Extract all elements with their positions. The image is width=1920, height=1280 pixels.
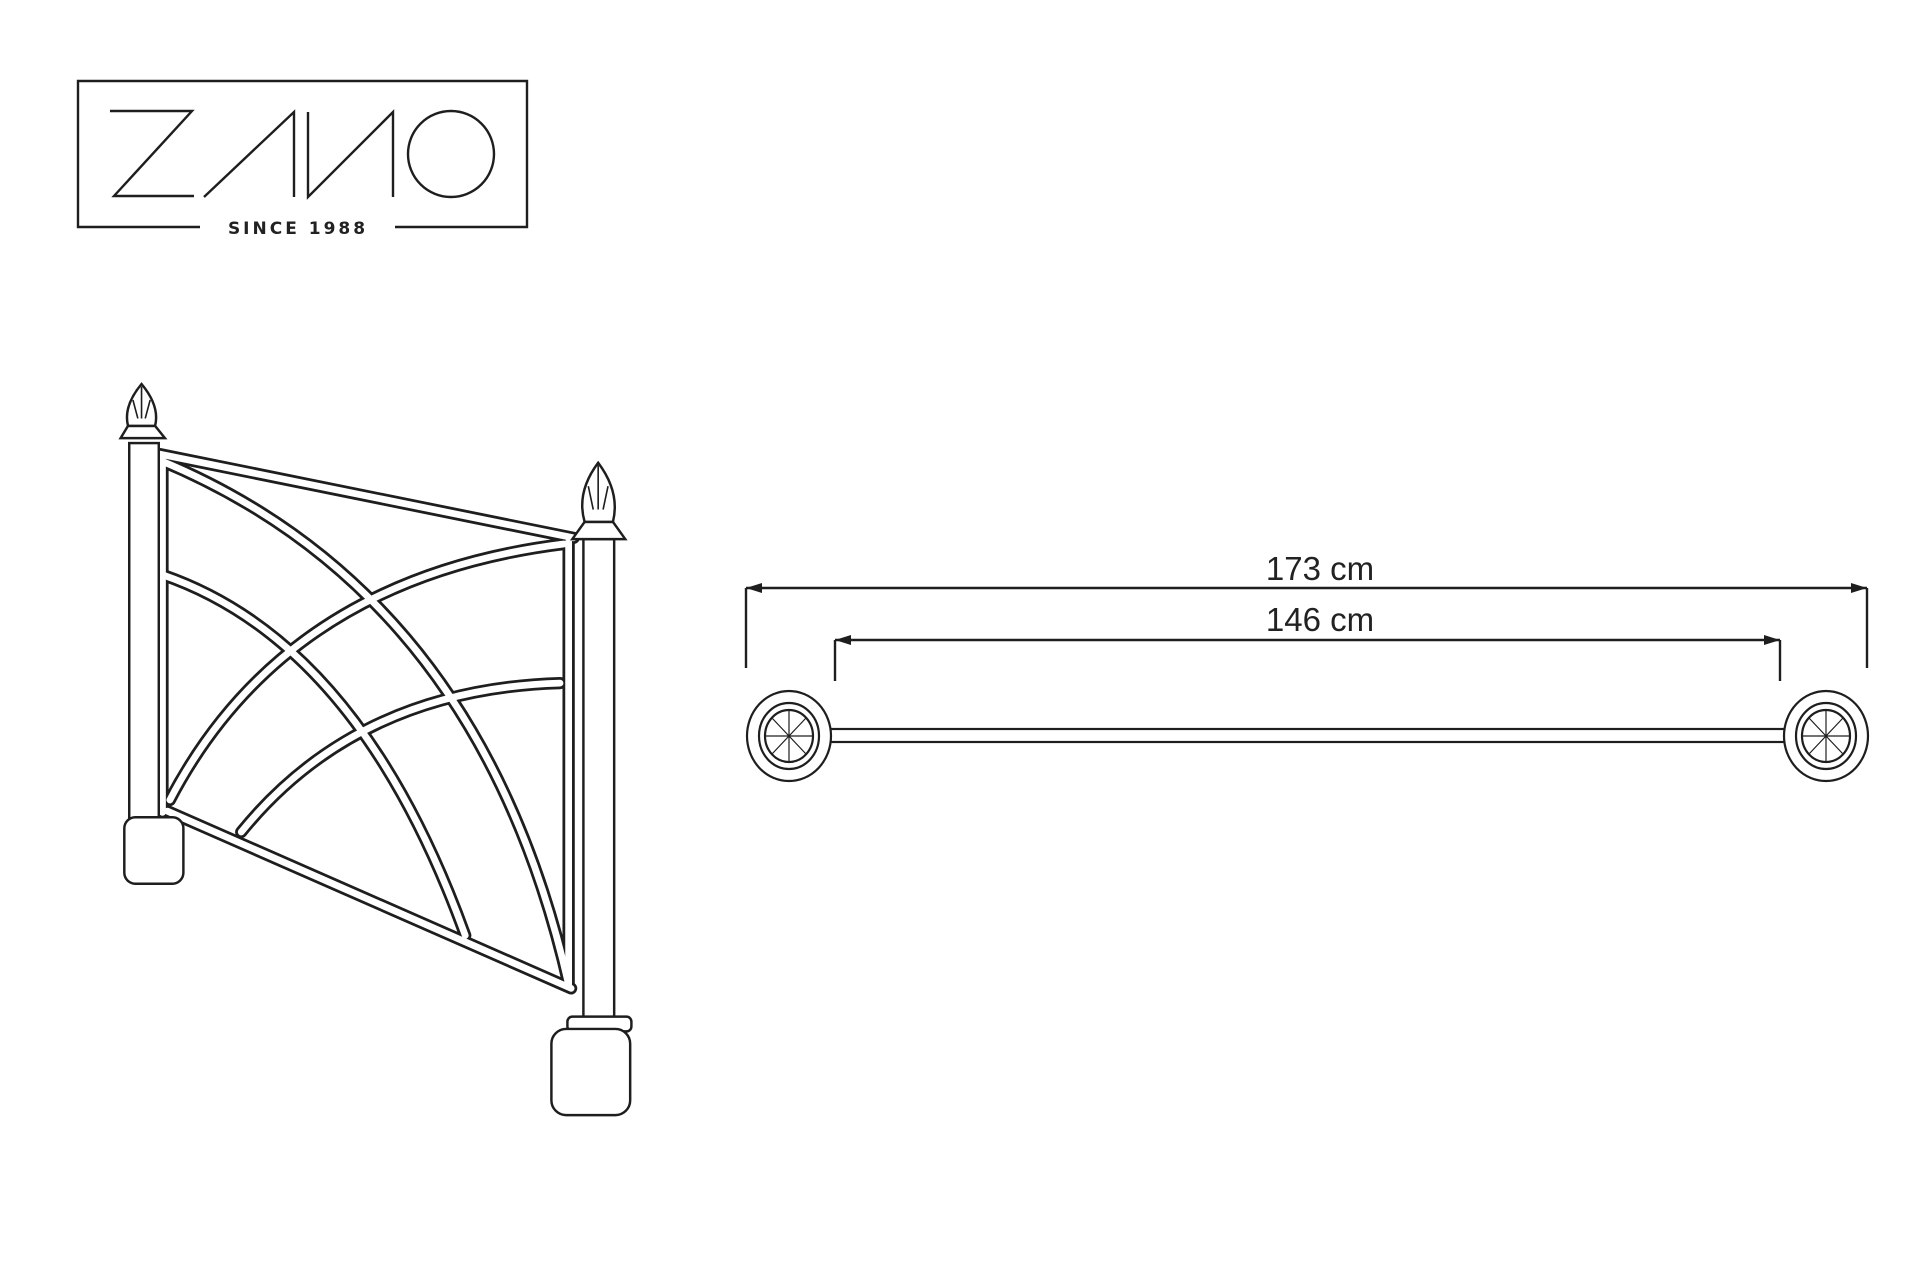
top-rail: [828, 727, 1787, 744]
logo-frame: [76, 79, 529, 229]
fence-top-view: 173 cm 146 cm: [744, 550, 1870, 783]
logo-letter-o: [406, 109, 496, 199]
fence-frame-inner: [156, 450, 577, 992]
logo-letters-an: [203, 109, 395, 200]
right-post-top: [1782, 689, 1870, 783]
inner-width-label: 146 cm: [1266, 601, 1374, 638]
overall-width-label: 173 cm: [1266, 550, 1374, 587]
left-post: [118, 382, 185, 885]
logo-tagline: SINCE 1988: [228, 219, 368, 239]
zano-logo: SINCE 1988: [76, 79, 529, 239]
logo-letter-z: [110, 109, 195, 198]
left-post-top: [745, 689, 833, 783]
dimension-overall: 173 cm: [744, 550, 1869, 668]
fence-perspective-view: [118, 382, 633, 1117]
dimension-inner: 146 cm: [833, 601, 1782, 681]
right-post: [550, 460, 633, 1117]
